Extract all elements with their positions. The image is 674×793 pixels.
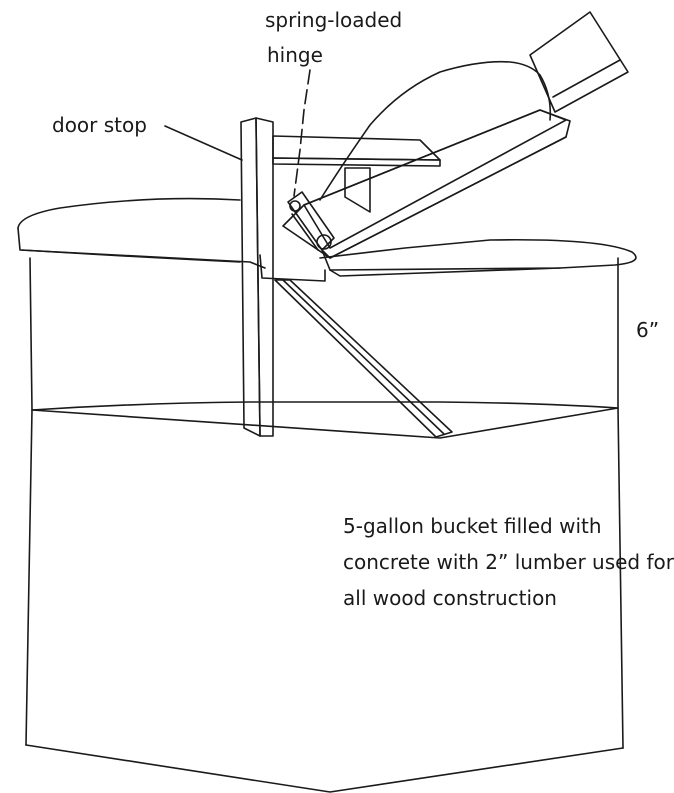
- top-board: [18, 199, 636, 281]
- stop-arm-top: [273, 136, 440, 160]
- stop-arm-front: [273, 158, 440, 166]
- caption-text: 5-gallon bucket filled with concrete wit…: [343, 514, 674, 610]
- height-label: 6”: [636, 318, 660, 342]
- door-stop-leader: [165, 126, 242, 160]
- trap-board: [283, 12, 628, 270]
- stop-arm: [273, 136, 440, 212]
- handle-grip-inner: [553, 60, 620, 97]
- trap-board-front: [322, 137, 566, 270]
- top-board-underside: [22, 250, 240, 262]
- spring-loaded-label: spring-loaded: [265, 8, 403, 32]
- top-board-right-edge: [330, 268, 560, 276]
- bucket: [26, 258, 623, 792]
- hinge: [288, 192, 334, 250]
- hinge-plate: [288, 192, 334, 250]
- bucket-left-wall: [26, 258, 32, 745]
- stop-arm-block: [345, 168, 370, 212]
- hand-shape: [320, 62, 550, 200]
- door-stop-side: [241, 118, 260, 436]
- top-board-top-face: [18, 199, 636, 270]
- hinge-label: hinge: [267, 43, 323, 67]
- bucket-right-wall: [618, 258, 623, 748]
- concrete-fill-line: [32, 402, 618, 410]
- diagonal-brace-line: [283, 280, 444, 434]
- handle-grip: [530, 12, 628, 112]
- hinge-pin-right: [317, 235, 331, 249]
- concrete-fill-front: [32, 408, 618, 438]
- top-board-notch: [260, 255, 325, 281]
- hinge-leader: [294, 70, 310, 196]
- door-stop-label: door stop: [52, 113, 147, 137]
- hinge-spring: [292, 214, 318, 250]
- door-stop-post: [241, 118, 273, 436]
- hinge-pin-left: [290, 201, 300, 211]
- diagonal-brace: [275, 280, 452, 437]
- bucket-bottom: [26, 745, 623, 792]
- trap-board-edge: [304, 110, 566, 248]
